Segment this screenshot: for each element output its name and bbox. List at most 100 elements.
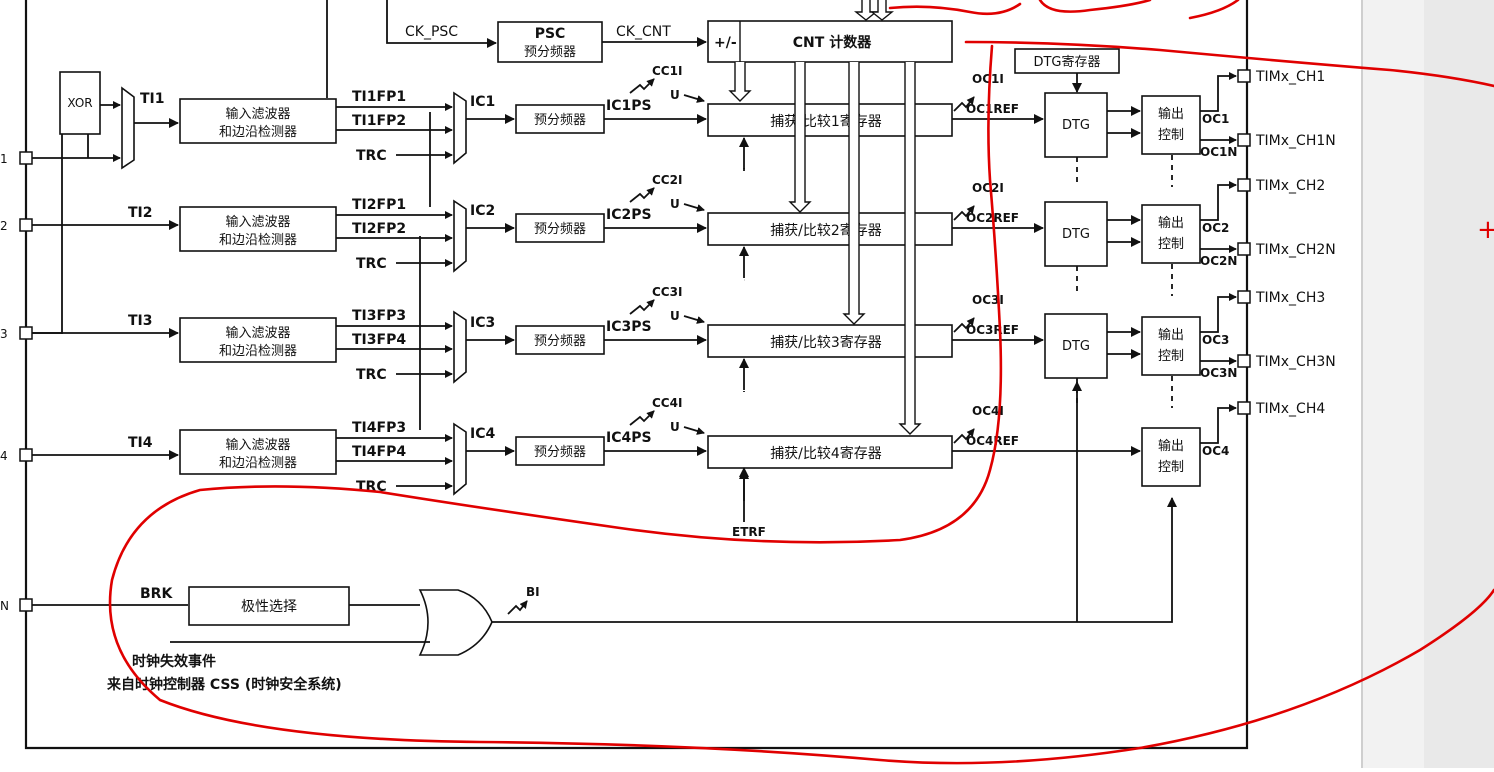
input-mux-2	[453, 199, 467, 273]
input-mux-1	[453, 91, 467, 165]
ti-label-4: TI4	[128, 435, 153, 451]
oc-wire-1	[1200, 72, 1237, 112]
ck-psc-label: CK_PSC	[405, 24, 458, 40]
xor-label: XOR	[67, 96, 92, 110]
trc-label-3: TRC	[356, 367, 387, 383]
output-pin-label-4: TIMx_CH4	[1255, 401, 1325, 417]
clock-fail-line2: 来自时钟控制器 CSS (时钟安全系统)	[106, 676, 342, 693]
fp-b-label-4: TI4FP4	[352, 444, 406, 460]
etrf-label: ETRF	[732, 525, 766, 539]
output-n-pin-2	[1237, 242, 1251, 256]
prescaler-box-3	[515, 325, 605, 355]
u-arrow-4	[683, 426, 705, 435]
register-label-1: 捕获/比较1寄存器	[770, 113, 882, 130]
filter-label-b-1: 和边沿检测器	[219, 125, 297, 140]
oci-arrow-1	[953, 96, 975, 112]
filter-label-b-2: 和边沿检测器	[219, 233, 297, 248]
dtg-label-2: DTG	[1062, 227, 1090, 242]
output-control-a-2: 输出	[1158, 215, 1184, 231]
prescaler-label-2: 预分频器	[534, 222, 586, 237]
input-pin-label-3: 3	[0, 327, 8, 341]
fp-a-label-2: TI2FP1	[352, 197, 406, 213]
ic-label-3: IC3	[470, 315, 495, 331]
prescaler-box-2	[515, 213, 605, 243]
register-label-4: 捕获/比较4寄存器	[770, 445, 882, 462]
trc-label-1: TRC	[356, 148, 387, 164]
oci-arrow-2	[953, 205, 975, 221]
ocn-label-3: OC3N	[1200, 366, 1237, 380]
cnt-bus-arrow-1	[728, 62, 752, 102]
clock-fail-line1: 时钟失效事件	[132, 653, 216, 670]
u-label-1: U	[670, 88, 680, 102]
u-label-3: U	[670, 309, 680, 323]
oci-label-4: OC4I	[972, 404, 1004, 418]
fp-a-label-4: TI4FP3	[352, 420, 406, 436]
output-pin-2	[1237, 178, 1251, 192]
input-filter-box-1	[179, 98, 337, 144]
icps-label-2: IC2PS	[606, 207, 652, 223]
fp-a-label-3: TI3FP3	[352, 308, 406, 324]
u-arrow-2	[683, 203, 705, 212]
polarity-select-label: 极性选择	[241, 599, 297, 615]
oc-label-4: OC4	[1202, 444, 1229, 458]
fp-b-label-3: TI3FP4	[352, 332, 406, 348]
or-gate	[418, 589, 493, 656]
polarity-select-box	[188, 586, 350, 626]
ic-label-4: IC4	[470, 426, 495, 442]
capture-compare-register-4	[707, 435, 953, 469]
fp-b-label-2: TI2FP2	[352, 221, 406, 237]
output-n-pin-3	[1237, 354, 1251, 368]
filter-label-a-2: 输入滤波器	[225, 214, 290, 230]
ti1-label: TI1	[140, 91, 165, 107]
cnt-updown: +/-	[714, 35, 737, 51]
input-pin-label-1: 1	[0, 152, 8, 166]
input-pin-4	[19, 448, 33, 462]
register-label-2: 捕获/比较2寄存器	[770, 222, 882, 239]
fp-a-label-1: TI1FP1	[352, 89, 406, 105]
output-control-a-4: 输出	[1158, 438, 1184, 454]
dtg-box-2	[1044, 201, 1108, 267]
ic-label-1: IC1	[470, 94, 495, 110]
output-pin-3	[1237, 290, 1251, 304]
psc-box	[497, 21, 603, 63]
xor-mux	[121, 86, 135, 170]
dtg-register-label: DTG寄存器	[1033, 54, 1100, 70]
cnt-bus-arrow-3	[842, 62, 866, 325]
input-pin-label-4: 4	[0, 449, 8, 463]
psc-subtitle: 预分频器	[524, 45, 576, 60]
dtg-label-3: DTG	[1062, 339, 1090, 354]
input-filter-box-4	[179, 429, 337, 475]
output-control-box-3	[1141, 316, 1201, 376]
cnt-label: CNT 计数器	[793, 34, 872, 51]
prescaler-box-1	[515, 104, 605, 134]
timer-outer-border	[24, 0, 1249, 750]
cci-label-1: CC1I	[652, 64, 682, 78]
oc-wire-2	[1200, 181, 1237, 221]
cci-label-4: CC4I	[652, 396, 682, 410]
input-mux-3	[453, 310, 467, 384]
cci-arrow-4	[629, 410, 655, 426]
ocref-label-4: OC4REF	[966, 434, 1019, 448]
ck-cnt-label: CK_CNT	[616, 24, 671, 40]
filter-label-a-1: 输入滤波器	[225, 106, 290, 122]
ocref-label-3: OC3REF	[966, 323, 1019, 337]
u-label-2: U	[670, 197, 680, 211]
cnt-box	[707, 20, 953, 63]
plus-marker: +	[1477, 215, 1494, 245]
ocn-label-2: OC2N	[1200, 254, 1237, 268]
output-pin-4	[1237, 401, 1251, 415]
u-arrow-3	[683, 315, 705, 324]
output-control-b-4: 控制	[1158, 460, 1184, 475]
channels-group: 1输入滤波器和边沿检测器TI1FP1TI1FP2TRCIC1预分频器IC1PSC…	[0, 62, 1336, 501]
oci-label-1: OC1I	[972, 72, 1004, 86]
annotation-right-region	[964, 40, 1494, 88]
filter-label-b-4: 和边沿检测器	[219, 456, 297, 471]
u-label-4: U	[670, 420, 680, 434]
u-arrow-1	[683, 94, 705, 103]
brk-label: BRK	[140, 586, 173, 602]
xor-gate	[59, 71, 101, 135]
dtg-box-3	[1044, 313, 1108, 379]
ti-label-2: TI2	[128, 205, 153, 221]
icps-label-1: IC1PS	[606, 98, 652, 114]
